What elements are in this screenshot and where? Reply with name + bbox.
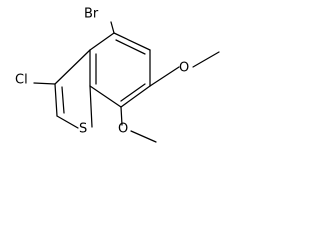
bond-c6-o1 [149, 66, 180, 87]
structure-svg: Br Cl S O O [15, 7, 220, 143]
sulfur-label: S [79, 122, 87, 137]
oxygen-label-2: O [118, 122, 128, 137]
bond-s-c7a [89, 85, 93, 128]
bond-c2-s [56, 115, 79, 129]
bond-c3a-c4 [89, 32, 115, 51]
bond-c3-c2 [54, 83, 58, 117]
bond-o2-methyl [130, 130, 157, 143]
bond-c3a-c3 [54, 49, 91, 85]
bond-c4-c5 [113, 32, 151, 51]
bond-o1-methyl [192, 51, 220, 68]
chlorine-label: Cl [15, 73, 28, 88]
bromine-label: Br [84, 7, 99, 22]
double-bond-c4-c5-inner [115, 39, 146, 55]
bond-c6-c7 [120, 85, 151, 108]
bond-c7-o2 [120, 106, 123, 126]
double-bond-c3-c2-inner [61, 86, 65, 114]
molecule-diagram: Br Cl S O O [0, 0, 226, 154]
bond-c4-br [110, 21, 115, 34]
bond-c3-cl [33, 82, 56, 85]
bond-c7-c7a [89, 85, 122, 108]
double-bond-c6-c7-inner [120, 83, 146, 102]
oxygen-label-1: O [179, 61, 189, 76]
